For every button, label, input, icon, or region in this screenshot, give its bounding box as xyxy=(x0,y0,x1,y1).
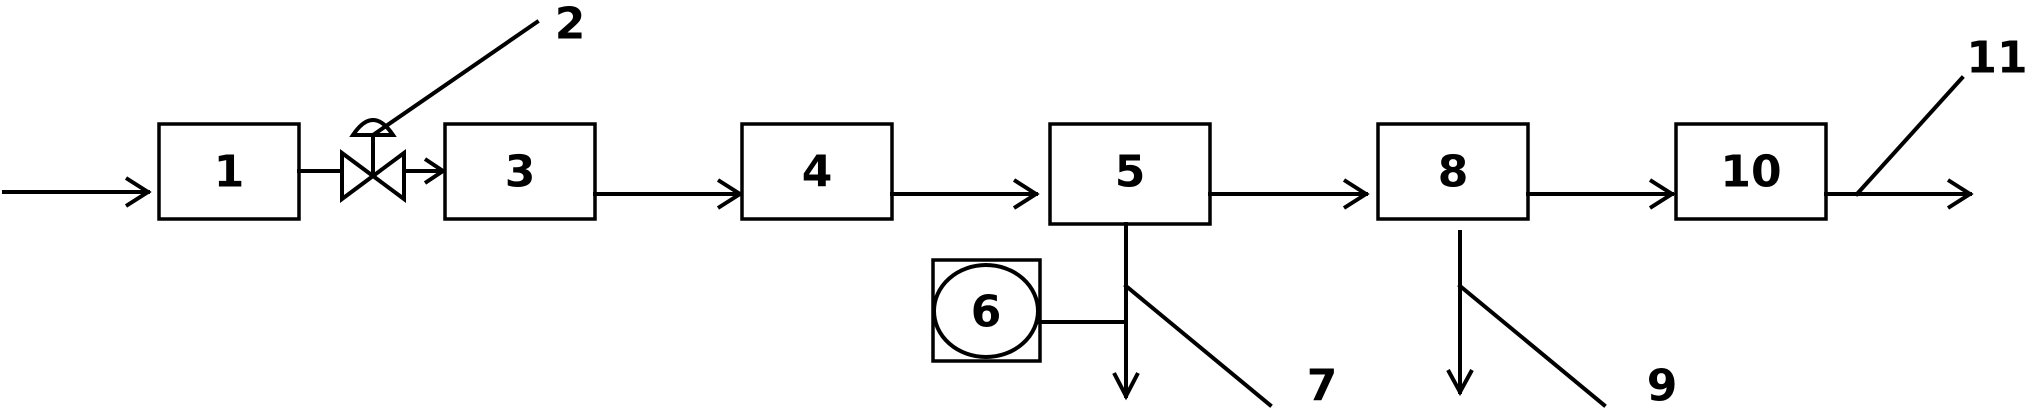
arrow-3-to-4 xyxy=(593,178,744,210)
inlet-arrow xyxy=(2,176,152,208)
outlet-arrow xyxy=(1824,178,1974,210)
pump-6-label: 6 xyxy=(971,287,1002,338)
block-3-label: 3 xyxy=(505,147,536,198)
block-10: 10 xyxy=(1674,122,1828,221)
callout-2: 2 xyxy=(370,0,586,138)
block-8: 8 xyxy=(1376,122,1530,221)
callout-7: 7 xyxy=(1123,283,1338,411)
block-8-label: 8 xyxy=(1438,147,1469,198)
block-5: 5 xyxy=(1048,122,1212,226)
control-valve-icon xyxy=(340,118,406,203)
callout-11-label: 11 xyxy=(1966,33,2027,84)
block-1-label: 1 xyxy=(214,147,245,198)
arrow-5-to-8 xyxy=(1208,178,1370,210)
block-1: 1 xyxy=(157,122,301,221)
callout-2-label: 2 xyxy=(555,0,586,50)
block-10-label: 10 xyxy=(1720,147,1781,198)
block-5-label: 5 xyxy=(1115,147,1146,198)
arrow-4-to-5 xyxy=(890,178,1040,210)
arrow-8-to-10 xyxy=(1526,178,1676,210)
callout-7-label: 7 xyxy=(1307,361,1338,411)
callout-9-label: 9 xyxy=(1647,361,1678,411)
arrow-5-down xyxy=(1112,222,1140,401)
arrow-valve-to-3 xyxy=(402,157,447,185)
block-4: 4 xyxy=(740,122,894,221)
pump-icon xyxy=(932,263,1040,359)
arrow-8-down xyxy=(1446,230,1474,397)
pump-6: 6 xyxy=(931,258,1042,363)
callout-11: 11 xyxy=(1854,33,2028,197)
callout-9: 9 xyxy=(1457,283,1678,411)
block-3: 3 xyxy=(443,122,597,221)
block-4-label: 4 xyxy=(802,147,833,198)
